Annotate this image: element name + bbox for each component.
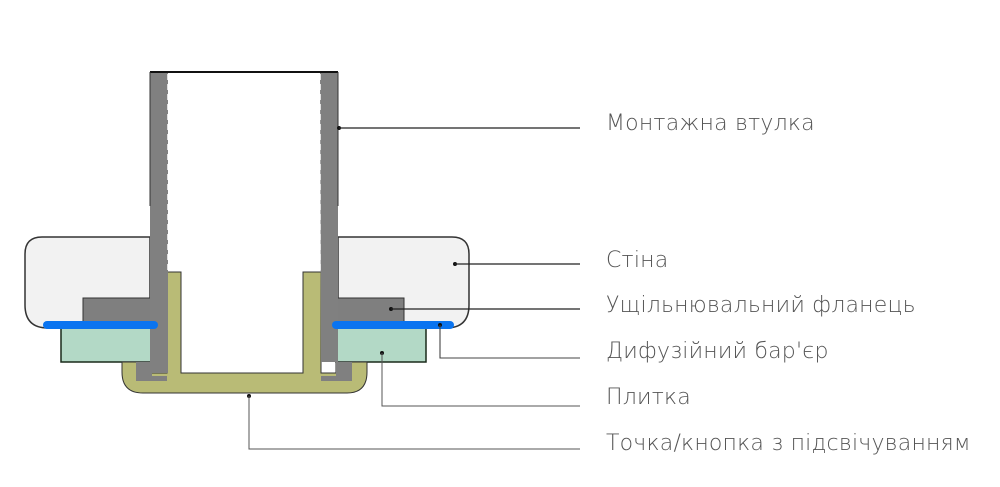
leader-tile [380, 351, 580, 407]
leader-wall [453, 262, 580, 266]
label-diffusion-barrier: Дифузійний бар'єр [606, 339, 829, 364]
leader-flange [389, 307, 580, 311]
tile-right [335, 327, 427, 363]
label-light-point: Точка/кнопка з підсвічуванням [606, 431, 971, 456]
light-body [121, 271, 368, 394]
label-tile: Плитка [606, 385, 691, 410]
leader-barrier [438, 323, 580, 359]
leader-light [247, 394, 580, 450]
tile-left [60, 327, 153, 363]
sleeve-bottom-left [136, 362, 167, 381]
label-wall: Стіна [606, 248, 669, 273]
label-sealing-flange: Ущільнювальний фланець [606, 293, 916, 318]
sleeve-bottom-right [321, 362, 352, 381]
leader-sleeve [337, 126, 580, 130]
sleeve-right-wall [320, 72, 338, 373]
sleeve-left-wall [150, 72, 168, 373]
label-mounting-sleeve: Монтажна втулка [606, 111, 815, 136]
